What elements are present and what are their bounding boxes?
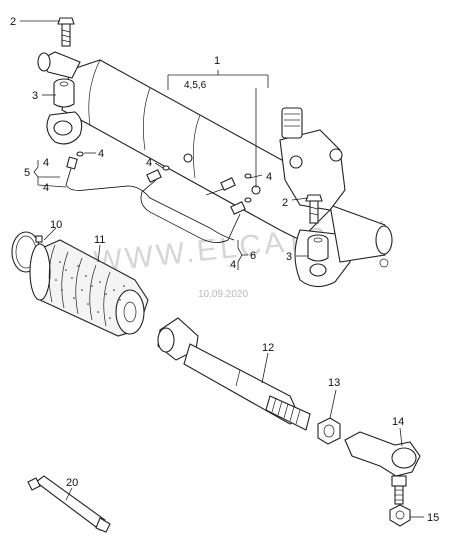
callout-3-mid: 3: [286, 251, 292, 263]
tie-rod-end: [344, 431, 421, 505]
callout-3-top: 3: [32, 90, 38, 102]
callout-4-e: 4: [266, 171, 272, 183]
callout-4-d: 4: [146, 157, 152, 169]
callout-2-mid: 2: [282, 197, 288, 209]
self-locking-nut: [389, 504, 411, 527]
callout-2-top: 2: [10, 16, 16, 28]
callout-15: 15: [427, 512, 439, 524]
leader-lines: [20, 20, 424, 518]
callout-11: 11: [94, 234, 105, 246]
callout-1: 1: [214, 55, 220, 67]
mounting-bolt-mid: [305, 194, 323, 224]
callout-12: 12: [262, 342, 274, 354]
callout-4-c: 4: [43, 182, 49, 194]
hydraulic-lines: [65, 151, 252, 243]
tie-rod: [157, 317, 311, 431]
callout-4-a: 4: [98, 148, 104, 160]
lock-nut: [317, 417, 341, 445]
callout-4-b: 4: [43, 157, 49, 169]
mounting-bolt-top: [57, 17, 75, 47]
callout-4-f: 4: [230, 259, 236, 271]
callout-10: 10: [50, 219, 62, 231]
callout-20: 20: [66, 477, 78, 489]
callout-1-subparts: 4,5,6: [184, 80, 207, 91]
rubber-bush-mid: [307, 234, 329, 262]
steering-rack-housing: [37, 51, 393, 288]
callout-6: 6: [250, 250, 256, 262]
rubber-bush-top: [53, 78, 75, 108]
steering-boot: [29, 239, 149, 337]
callout-labels: 2 3 1 4,5,6 4 4 4 5 4 4 2 3 4 6 10 11 12…: [10, 16, 439, 524]
callout-14: 14: [392, 416, 404, 428]
watermark-date: 10.09.2020: [198, 289, 248, 300]
callout-13: 13: [328, 377, 340, 389]
callout-5: 5: [24, 167, 30, 179]
grease-tube: [27, 475, 111, 533]
